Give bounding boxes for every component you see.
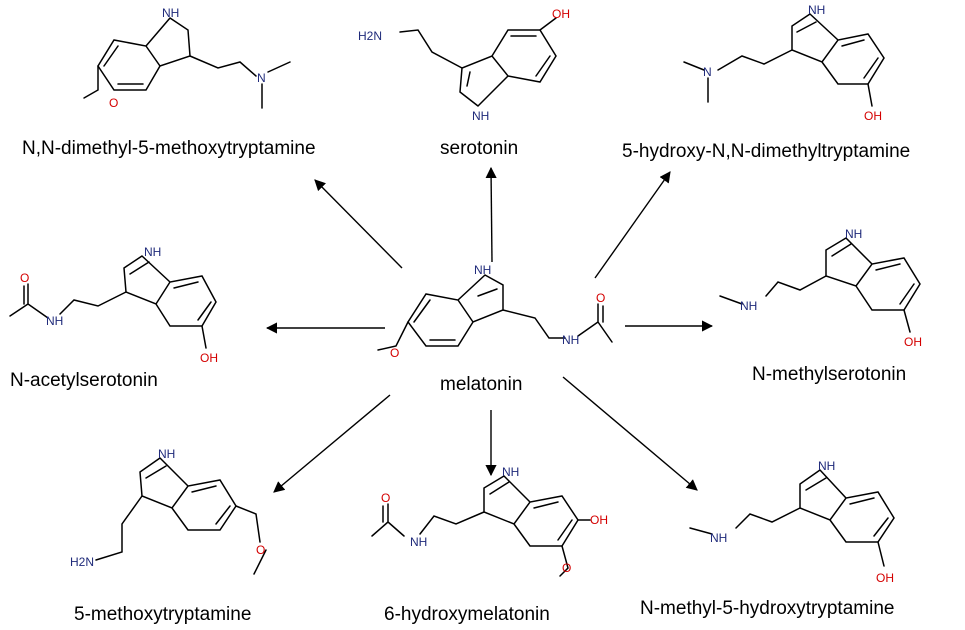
bottom-center-nh-amide-label: NH <box>410 535 427 549</box>
compound-name-mid-left: N-acetylserotonin <box>10 370 158 391</box>
bottom-left-h2n-label: H2N <box>70 555 94 569</box>
melatonin-nh-amide-label: NH <box>562 333 579 347</box>
bottom-right-nh-label: NH <box>818 459 835 473</box>
compound-name-top-center: serotonin <box>440 138 518 159</box>
arrow-to-bottom-right <box>562 376 698 491</box>
structure-n-methylserotonin: NH NH OH <box>719 227 922 349</box>
mid-right-nh-label: NH <box>845 227 862 241</box>
compound-name-bottom-right: N-methyl-5-hydroxytryptamine <box>640 598 894 619</box>
compound-name-top-left: N,N-dimethyl-5-methoxytryptamine <box>22 138 316 159</box>
bottom-center-oh-label: OH <box>590 513 608 527</box>
structure-melatonin: NH NH O O <box>377 263 613 360</box>
structure-serotonin: H2N OH NH <box>358 7 570 123</box>
mid-left-nh-amide-label: NH <box>46 314 63 328</box>
compound-name-center: melatonin <box>440 374 522 395</box>
mid-left-oh-label: OH <box>200 351 218 365</box>
bottom-center-o-carbonyl-label: O <box>381 491 390 505</box>
structure-top-left: NH N O <box>83 6 291 110</box>
serotonin-h2n-label: H2N <box>358 29 382 43</box>
arrow-to-top-left <box>314 179 403 269</box>
structure-top-right: NH N OH <box>683 3 885 123</box>
bottom-center-nh-label: NH <box>502 465 519 479</box>
melatonin-o-carbonyl-label: O <box>596 291 605 305</box>
mid-right-nh-amine-label: NH <box>740 299 757 313</box>
bottom-left-o-label: O <box>256 543 265 557</box>
mid-left-nh-label: NH <box>144 245 161 259</box>
mid-left-o-label: O <box>20 271 29 285</box>
structure-n-acetylserotonin: NH NH O OH <box>9 245 218 365</box>
arrow-to-top-center <box>485 166 497 263</box>
serotonin-nh-label: NH <box>472 109 489 123</box>
top-right-n-label: N <box>703 65 712 79</box>
top-left-n-label: N <box>257 71 266 85</box>
bottom-left-nh-label: NH <box>158 447 175 461</box>
structure-6-hydroxymelatonin: NH NH O OH O <box>371 465 608 577</box>
bottom-center-o-ether-label: O <box>562 561 571 575</box>
top-right-oh-label: OH <box>864 109 882 123</box>
top-left-nh-label: NH <box>162 6 179 20</box>
melatonin-nh-label: NH <box>474 263 491 277</box>
compound-name-bottom-left: 5-methoxytryptamine <box>74 604 251 625</box>
melatonin-o-ether-label: O <box>390 346 399 360</box>
compound-name-top-right: 5-hydroxy-N,N-dimethyltryptamine <box>622 141 910 162</box>
bottom-right-oh-label: OH <box>876 571 894 585</box>
top-left-o-label: O <box>109 96 118 110</box>
top-right-nh-label: NH <box>808 3 825 17</box>
structure-5-methoxytryptamine: NH H2N O <box>70 447 267 575</box>
serotonin-oh-label: OH <box>552 7 570 21</box>
arrow-to-top-right <box>594 171 671 279</box>
reaction-arrows <box>265 166 714 493</box>
structure-n-methyl-5-hydroxytryptamine: NH NH OH <box>689 459 895 585</box>
compound-name-mid-right: N-methylserotonin <box>752 364 906 385</box>
bottom-right-nh-amine-label: NH <box>710 531 727 545</box>
mid-right-oh-label: OH <box>904 335 922 349</box>
arrow-to-bottom-left <box>273 394 391 493</box>
compound-name-bottom-center: 6-hydroxymelatonin <box>384 604 550 625</box>
